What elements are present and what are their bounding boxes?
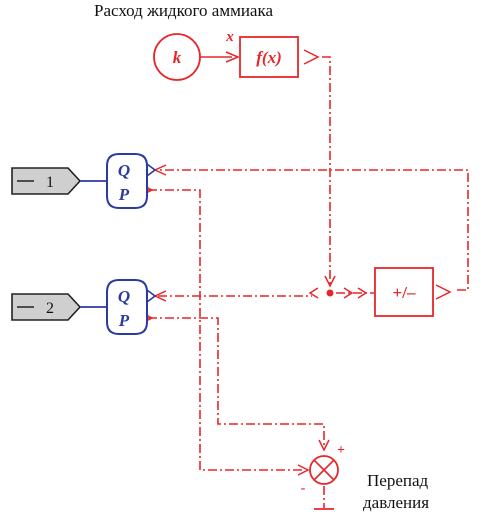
line-adder-out-to-pipe1 xyxy=(158,169,469,291)
line-fx-to-junction xyxy=(322,56,331,284)
function-block[interactable]: f(x) x xyxy=(225,29,299,78)
function-box xyxy=(239,36,299,78)
flow1-p-label: P xyxy=(118,185,130,204)
port2-label: 2 xyxy=(46,300,54,317)
note-line-1: Перепад xyxy=(367,471,429,490)
flow2-p-label: P xyxy=(118,311,130,330)
diff-cross-b xyxy=(313,459,335,481)
function-input-label: x xyxy=(225,29,234,45)
constant-circle xyxy=(153,33,201,81)
flow1-q-mark xyxy=(146,163,157,177)
arrow-into-fx xyxy=(225,51,240,63)
diff-plus-label: + xyxy=(337,443,345,458)
flow1-q-label: Q xyxy=(118,161,130,180)
line-p2-to-diff xyxy=(148,317,325,448)
flow-element-1[interactable]: Q P xyxy=(106,153,148,209)
diagram-title: Расход жидкого аммиака xyxy=(94,1,274,20)
arrow-into-adder-b xyxy=(357,287,368,299)
signal-arrows xyxy=(139,49,452,476)
flow2-shape xyxy=(106,279,148,335)
adder-label: +/– xyxy=(393,283,416,302)
input-port-2[interactable]: 2 xyxy=(11,293,82,321)
diff-minus-label: - xyxy=(301,481,306,496)
flow2-q-mark xyxy=(146,289,157,303)
port1-label: 1 xyxy=(46,174,54,191)
arrow-down-junction xyxy=(324,275,336,288)
arrow-junction-left xyxy=(308,287,319,299)
note-line-2: давления xyxy=(363,493,430,512)
arrow-into-adder-a xyxy=(343,287,354,299)
constant-block[interactable]: k xyxy=(153,33,201,81)
line-p1-to-diff xyxy=(148,189,304,471)
arrow-out-fx xyxy=(303,49,320,65)
flow-port-marks xyxy=(146,163,157,303)
arrow-down-diff xyxy=(318,439,330,452)
flow1-shape xyxy=(106,153,148,209)
flow-element-2[interactable]: Q P xyxy=(106,279,148,335)
port2-shape xyxy=(11,293,82,321)
adder-block[interactable]: +/– xyxy=(374,267,434,317)
function-label: f(x) xyxy=(256,48,281,67)
pressure-diff-block[interactable]: + - xyxy=(301,443,345,496)
flow2-q-label: Q xyxy=(118,287,130,306)
junction-node xyxy=(326,289,334,297)
signal-lines xyxy=(148,56,469,508)
adder-box xyxy=(374,267,434,317)
arrow-into-diff-left xyxy=(297,464,310,476)
port1-shape xyxy=(11,167,82,195)
input-port-1[interactable]: 1 xyxy=(11,167,82,195)
constant-label: k xyxy=(173,48,182,67)
arrow-out-adder xyxy=(435,284,452,300)
